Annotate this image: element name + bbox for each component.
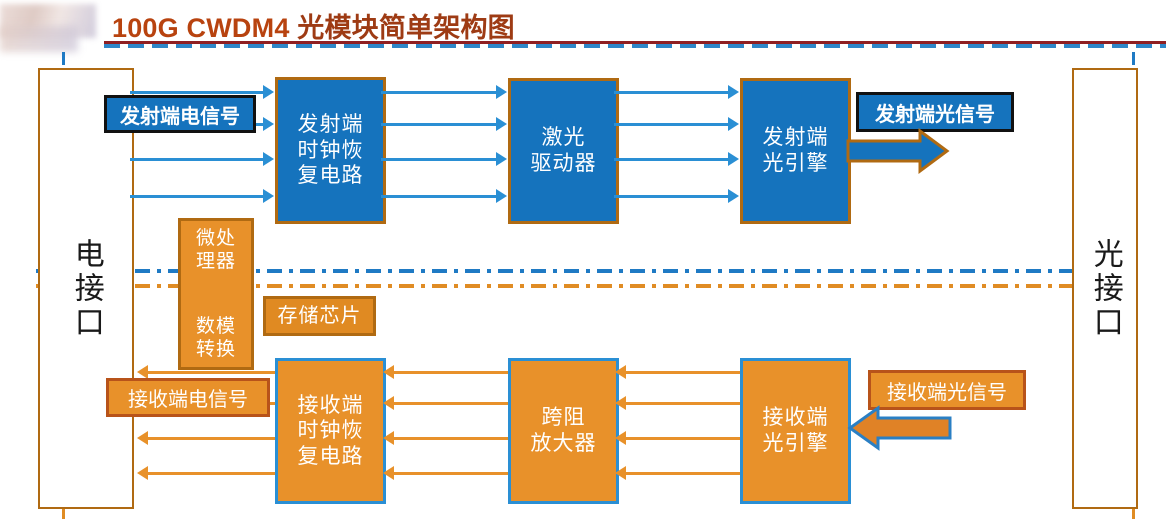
tx-mid-lane-4-arrowhead	[496, 189, 507, 203]
block-laser-driver[interactable]: 激光 驱动器	[508, 78, 619, 224]
tx-mid-lane-1-arrowhead	[496, 85, 507, 99]
block-laser-driver-label: 激光 驱动器	[530, 126, 597, 175]
tx-out-lane-1-arrowhead	[728, 85, 739, 99]
rx-mid-lane-2	[394, 402, 508, 405]
block-microprocessor-label: 微处 理器	[195, 228, 236, 273]
badge-rx-optical-signal[interactable]: 接收端光信号	[868, 370, 1026, 410]
badge-rx-electrical-signal[interactable]: 接收端电信号	[106, 378, 270, 417]
section-divider-orange	[36, 284, 1136, 288]
electrical-interface-label: 电接口	[69, 237, 103, 340]
rx-in-lane-1-arrowhead	[615, 365, 626, 379]
title-underline-solid	[104, 41, 1166, 44]
rx-mid-lane-4	[394, 472, 508, 475]
block-memory-chip[interactable]: 存储芯片	[263, 296, 376, 336]
optical-interface-box[interactable]: 光接口	[1072, 68, 1138, 509]
tx-mid-lane-3	[381, 158, 498, 161]
tx-out-lane-3-arrowhead	[728, 152, 739, 166]
tx-out-lane-1	[614, 91, 730, 94]
rx-out-lane-1	[148, 371, 275, 374]
header-decoration-blob-secondary	[0, 26, 78, 52]
rx-in-lane-3	[626, 437, 740, 440]
tx-mid-lane-3-arrowhead	[496, 152, 507, 166]
badge-tx-electrical-signal-label: 发射端电信号	[120, 105, 240, 128]
tx-input-lane-3	[130, 158, 265, 161]
tx-input-lane-1-arrowhead	[263, 85, 274, 99]
block-rx-cdr[interactable]: 接收端 时钟恢 复电路	[275, 358, 386, 504]
block-rx-cdr-label: 接收端 时钟恢 复电路	[297, 393, 364, 468]
block-tx-cdr-label: 发射端 时钟恢 复电路	[297, 113, 364, 188]
rx-out-lane-3	[148, 437, 275, 440]
rx-mid-lane-1-arrowhead	[383, 365, 394, 379]
rx-in-lane-2	[626, 402, 740, 405]
rx-in-lane-4	[626, 472, 740, 475]
block-microprocessor[interactable]: 微处 理器 数模 转换	[178, 218, 254, 370]
section-divider-blue	[36, 269, 1136, 273]
tx-mid-lane-1	[381, 91, 498, 94]
tx-input-lane-1	[130, 91, 265, 94]
tx-out-lane-2-arrowhead	[728, 117, 739, 131]
rx-mid-lane-3-arrowhead	[383, 431, 394, 445]
rx-mid-lane-2-arrowhead	[383, 396, 394, 410]
tx-mid-lane-2-arrowhead	[496, 117, 507, 131]
rx-out-lane-3-arrowhead	[137, 431, 148, 445]
optical-interface-label: 光接口	[1088, 237, 1122, 340]
rx-optical-signal-arrow	[847, 405, 952, 451]
rx-out-lane-4-arrowhead	[137, 466, 148, 480]
tx-input-lane-4	[130, 195, 265, 198]
block-memory-chip-label: 存储芯片	[277, 304, 362, 327]
page-title-cjk: 光模块简单架构图	[297, 13, 515, 43]
tx-mid-lane-2	[381, 123, 498, 126]
tx-out-lane-4-arrowhead	[728, 189, 739, 203]
title-underline-dashed	[104, 44, 1166, 48]
electrical-interface-box[interactable]: 电接口	[38, 68, 134, 509]
rx-in-lane-3-arrowhead	[615, 431, 626, 445]
block-tx-cdr[interactable]: 发射端 时钟恢 复电路	[275, 77, 386, 224]
page-title: 100G CWDM4 光模块简单架构图	[112, 6, 515, 45]
block-rx-optical-engine-label: 接收端 光引擎	[762, 406, 829, 455]
block-tx-optical-engine[interactable]: 发射端 光引擎	[740, 78, 851, 224]
block-tia[interactable]: 跨阻 放大器	[508, 358, 619, 504]
badge-tx-electrical-signal[interactable]: 发射端电信号	[104, 95, 256, 133]
rx-in-lane-1	[626, 371, 740, 374]
rx-mid-lane-4-arrowhead	[383, 466, 394, 480]
page-title-latin: 100G CWDM4	[112, 13, 290, 43]
rx-mid-lane-3	[394, 437, 508, 440]
badge-tx-optical-signal[interactable]: 发射端光信号	[856, 92, 1014, 132]
tx-out-lane-4	[614, 195, 730, 198]
rx-in-lane-2-arrowhead	[615, 396, 626, 410]
badge-tx-optical-signal-label: 发射端光信号	[875, 103, 995, 126]
tx-input-lane-2-arrowhead	[263, 117, 274, 131]
tx-optical-signal-arrow	[846, 128, 950, 174]
tx-input-lane-4-arrowhead	[263, 189, 274, 203]
badge-rx-optical-signal-label: 接收端光信号	[887, 381, 1007, 404]
block-tx-optical-engine-label: 发射端 光引擎	[762, 126, 829, 175]
tx-mid-lane-4	[381, 195, 498, 198]
badge-rx-electrical-signal-label: 接收端电信号	[128, 389, 248, 411]
tx-out-lane-3	[614, 158, 730, 161]
rx-out-lane-1-arrowhead	[137, 365, 148, 379]
block-tia-label: 跨阻 放大器	[530, 406, 597, 455]
tx-input-lane-3-arrowhead	[263, 152, 274, 166]
tx-out-lane-2	[614, 123, 730, 126]
block-rx-optical-engine[interactable]: 接收端 光引擎	[740, 358, 851, 504]
rx-mid-lane-1	[394, 371, 508, 374]
rx-out-lane-4	[148, 472, 275, 475]
block-dac-label: 数模 转换	[195, 315, 236, 360]
rx-in-lane-4-arrowhead	[615, 466, 626, 480]
